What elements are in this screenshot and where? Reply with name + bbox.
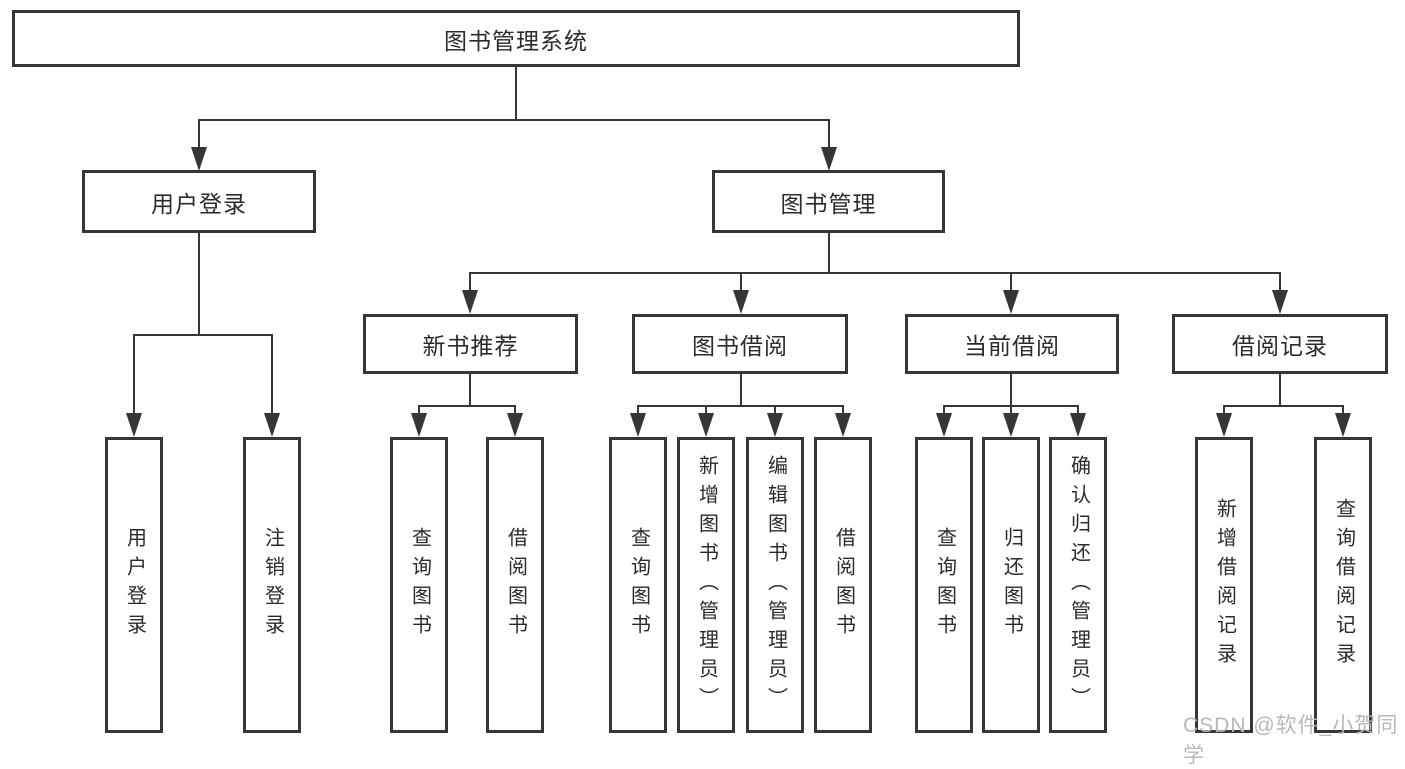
leaf-user-login: 用户登录 bbox=[105, 437, 163, 733]
node-library-management-system: 图书管理系统 bbox=[12, 10, 1020, 67]
node-label: 用户登录 bbox=[151, 190, 247, 217]
connector-borrowrecords-drop-1 bbox=[1223, 405, 1225, 415]
arrowhead-down-icon bbox=[126, 413, 142, 437]
leaf-confirm-return-admin: 确认归还（管理员） bbox=[1049, 437, 1107, 733]
leaf-label: 查询图书 bbox=[627, 527, 650, 643]
connector-bookborrow-drop-4 bbox=[842, 405, 844, 415]
connector-bookmgmt-drop-1 bbox=[469, 272, 471, 290]
node-book-management: 图书管理 bbox=[712, 170, 945, 233]
connector-userlogin-drop-1 bbox=[133, 334, 135, 413]
node-book-borrowing: 图书借阅 bbox=[632, 314, 848, 374]
connector-bookmgmt-bar bbox=[469, 272, 1281, 274]
node-label: 图书管理 bbox=[780, 190, 877, 217]
arrowhead-down-icon bbox=[630, 413, 646, 437]
arrowhead-down-icon bbox=[1003, 290, 1019, 314]
connector-userlogin-drop-2 bbox=[271, 334, 273, 413]
node-label: 图书借阅 bbox=[692, 333, 788, 359]
connector-bookborrow-bar bbox=[637, 405, 844, 407]
leaf-label: 注销登录 bbox=[261, 527, 284, 643]
node-user-login: 用户登录 bbox=[82, 170, 316, 233]
connector-userlogin-stem bbox=[198, 233, 200, 334]
arrowhead-down-icon bbox=[1272, 290, 1288, 314]
connector-newbook-stem bbox=[469, 374, 471, 405]
node-label: 新书推荐 bbox=[422, 333, 519, 359]
leaf-query-borrow-record: 查询借阅记录 bbox=[1314, 437, 1372, 733]
connector-bookmgmt-drop-4 bbox=[1279, 272, 1281, 290]
connector-borrowrecords-stem bbox=[1279, 374, 1281, 405]
connector-bookborrow-stem bbox=[740, 374, 742, 405]
connector-bookborrow-drop-3 bbox=[774, 405, 776, 415]
arrowhead-down-icon bbox=[1003, 413, 1019, 437]
leaf-borrow-books: 借阅图书 bbox=[814, 437, 872, 733]
connector-currentborrow-drop-1 bbox=[943, 405, 945, 415]
node-current-borrowing: 当前借阅 bbox=[905, 314, 1119, 374]
connector-root-stem bbox=[515, 67, 517, 119]
arrowhead-down-icon bbox=[733, 290, 749, 314]
connector-currentborrow-stem bbox=[1010, 374, 1012, 405]
csdn-watermark: CSDN @软件_小贺同学 bbox=[1183, 714, 1399, 767]
leaf-label: 查询借阅记录 bbox=[1332, 498, 1355, 672]
node-new-book-recommendation: 新书推荐 bbox=[363, 314, 578, 374]
leaf-label: 借阅图书 bbox=[832, 527, 855, 643]
arrowhead-down-icon bbox=[264, 413, 280, 437]
leaf-logout: 注销登录 bbox=[243, 437, 301, 733]
node-borrowing-records: 借阅记录 bbox=[1172, 314, 1388, 374]
arrowhead-down-icon bbox=[191, 147, 207, 171]
connector-currentborrow-drop-2 bbox=[1010, 405, 1012, 415]
leaf-query-books: 查询图书 bbox=[609, 437, 667, 733]
leaf-label: 查询图书 bbox=[408, 527, 431, 643]
leaf-label: 确认归还（管理员） bbox=[1067, 454, 1090, 716]
connector-borrowrecords-drop-2 bbox=[1342, 405, 1344, 415]
node-label: 借阅记录 bbox=[1232, 333, 1328, 359]
arrowhead-down-icon bbox=[821, 147, 837, 171]
connector-root-drop-right bbox=[828, 119, 830, 147]
node-label: 当前借阅 bbox=[964, 333, 1060, 359]
connector-root-bar bbox=[198, 119, 830, 121]
arrowhead-down-icon bbox=[1335, 413, 1351, 437]
leaf-edit-books-admin: 编辑图书（管理员） bbox=[746, 437, 804, 733]
arrowhead-down-icon bbox=[507, 413, 523, 437]
connector-currentborrow-drop-3 bbox=[1077, 405, 1079, 415]
leaf-label: 新增借阅记录 bbox=[1213, 498, 1236, 672]
arrowhead-down-icon bbox=[835, 413, 851, 437]
connector-newbook-drop-1 bbox=[418, 405, 420, 415]
leaf-borrow-books: 借阅图书 bbox=[486, 437, 544, 733]
connector-bookborrow-drop-1 bbox=[637, 405, 639, 415]
arrowhead-down-icon bbox=[698, 413, 714, 437]
leaf-label: 用户登录 bbox=[123, 527, 146, 643]
arrowhead-down-icon bbox=[1070, 413, 1086, 437]
leaf-label: 归还图书 bbox=[1000, 527, 1023, 643]
leaf-label: 查询图书 bbox=[933, 527, 956, 643]
connector-newbook-bar bbox=[418, 405, 516, 407]
arrowhead-down-icon bbox=[1216, 413, 1232, 437]
leaf-label: 编辑图书（管理员） bbox=[764, 454, 787, 716]
connector-bookmgmt-drop-3 bbox=[1010, 272, 1012, 290]
leaf-query-books: 查询图书 bbox=[915, 437, 973, 733]
leaf-label: 新增图书（管理员） bbox=[695, 454, 718, 716]
connector-userlogin-bar bbox=[133, 334, 273, 336]
connector-newbook-drop-2 bbox=[514, 405, 516, 415]
leaf-label: 借阅图书 bbox=[504, 527, 527, 643]
node-label: 图书管理系统 bbox=[444, 27, 588, 54]
leaf-query-books: 查询图书 bbox=[390, 437, 448, 733]
connector-bookmgmt-drop-2 bbox=[740, 272, 742, 290]
arrowhead-down-icon bbox=[462, 290, 478, 314]
connector-root-drop-left bbox=[198, 119, 200, 147]
connector-bookmgmt-stem bbox=[828, 233, 830, 272]
arrowhead-down-icon bbox=[411, 413, 427, 437]
arrowhead-down-icon bbox=[936, 413, 952, 437]
leaf-add-borrow-record: 新增借阅记录 bbox=[1195, 437, 1253, 733]
leaf-return-books: 归还图书 bbox=[982, 437, 1040, 733]
arrowhead-down-icon bbox=[767, 413, 783, 437]
connector-bookborrow-drop-2 bbox=[705, 405, 707, 415]
connector-borrowrecords-bar bbox=[1223, 405, 1344, 407]
leaf-add-books-admin: 新增图书（管理员） bbox=[677, 437, 735, 733]
diagram-canvas: 图书管理系统 用户登录 图书管理 新书推荐 图书借阅 当前借阅 借阅记录 bbox=[12, 10, 1397, 767]
